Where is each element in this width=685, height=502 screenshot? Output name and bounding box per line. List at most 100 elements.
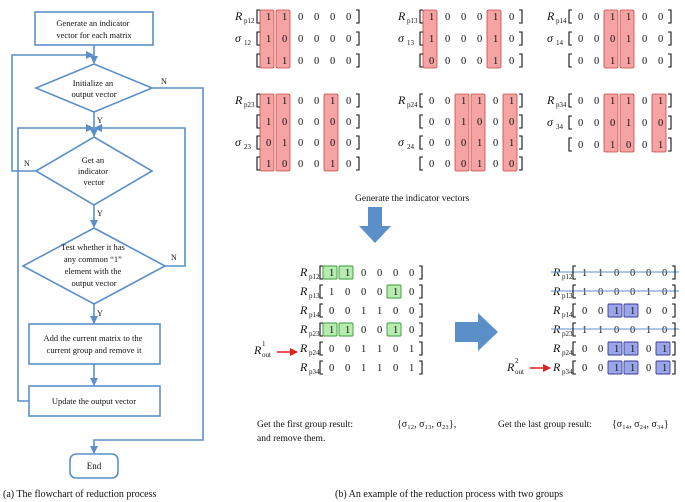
flowchart-text: Generate an indicator vector for each ma…: [3, 18, 177, 500]
generate-caption: Generate the indicator vectors: [355, 194, 470, 204]
top-block-0-row-1-bracket-left: [256, 31, 260, 46]
first-stage-row-0-sub: p12: [309, 273, 320, 281]
top-block-3-row-2-cell-5: 0: [346, 138, 351, 149]
last-stage-row-1-bracket-left: [572, 284, 576, 299]
top-block-4-row-3-cell-4: 0: [493, 159, 498, 170]
last-stage-row-3-sub: p23: [562, 330, 573, 338]
top-block-5-row-1-cell-2: 0: [610, 118, 615, 129]
first-stage-row-3-bracket-right: [419, 322, 423, 337]
top-block-3-row-0-sub: p23: [244, 101, 255, 109]
first-stage-row-0-bracket-right: [419, 265, 423, 280]
top-block-1-row-1-cell-5: 0: [509, 34, 514, 45]
top-block-4-row-2-cell-4: 0: [493, 138, 498, 149]
top-block-4-row-0-bracket-left: [419, 93, 423, 108]
first-stage-row-1-cell-0: 1: [329, 287, 334, 298]
top-block-1-highlight-col-4: [486, 9, 502, 69]
top-block-0-row-2-cell-4: 0: [330, 56, 335, 67]
down-arrow: [359, 207, 391, 243]
top-block-0-highlight-col-0: [259, 9, 275, 69]
top-block-2-row-2-cell-1: 0: [594, 56, 599, 67]
last-stage-row-4-highlight-2: [607, 341, 623, 356]
top-block-5-row-1-bracket-right: [668, 115, 672, 130]
first-stage-row-1-highlight-4: [386, 284, 402, 299]
top-block-1-row-2-cell-0: 0: [429, 56, 434, 67]
top-block-1-row-2-bracket-right: [519, 53, 523, 68]
add-line-1: Add the current matrix to the: [43, 333, 142, 343]
top-block-1-row-1-cell-3: 0: [477, 34, 482, 45]
first-stage-row-3-highlight-4: [386, 322, 402, 337]
generate-step-text: Generate an indicator vector for each ma…: [56, 18, 132, 40]
top-block-3-row-3-cell-4: 1: [330, 159, 335, 170]
first-stage-row-0-cell-4: 0: [393, 268, 398, 279]
caption-b: (b) An example of the reduction process …: [335, 489, 563, 500]
top-block-4-row-1-cell-2: 1: [461, 117, 466, 128]
top-block-1-row-1-label: σ: [398, 31, 405, 45]
first-stage-row-1-cell-1: 0: [345, 287, 350, 298]
top-block-5-row-0-cell-3: 1: [626, 96, 631, 107]
top-block-4-row-2-cell-3: 1: [477, 138, 482, 149]
out-sup-2: 2: [515, 357, 519, 365]
first-result-set: {σ₁₂, σ₁₃, σ₂₃},: [397, 419, 456, 430]
top-block-1-row-0-cell-5: 0: [509, 12, 514, 23]
first-stage-row-2-bracket-right: [419, 303, 423, 318]
last-stage-row-2-cell-0: 0: [582, 306, 587, 317]
end-step-text: End: [87, 461, 102, 471]
first-stage-row-3-bracket-left: [319, 322, 323, 337]
top-block-3-row-0-cell-5: 0: [346, 96, 351, 107]
first-stage-row-0-highlight-1: [338, 265, 354, 280]
last-stage-row-5-cell-4: 0: [646, 363, 651, 374]
top-block-0-row-2-cell-5: 0: [346, 56, 351, 67]
last-stage-row-4-cell-1: 0: [598, 344, 603, 355]
no-label-init: N: [161, 77, 167, 86]
first-stage-row-0-cell-0: 1: [329, 268, 334, 279]
last-stage-row-3-bracket-left: [572, 322, 576, 337]
top-block-4-row-2-bracket-left: [419, 135, 423, 150]
last-stage-row-5-cell-3: 1: [630, 363, 635, 374]
last-stage-row-5-cell-2: 1: [614, 363, 619, 374]
update-step-text: Update the output vector: [52, 396, 136, 406]
top-block-0-row-1-cell-2: 0: [298, 34, 303, 45]
top-block-5-row-1-label: σ: [547, 115, 554, 129]
top-block-2-row-2-cell-5: 0: [658, 56, 663, 67]
top-block-1-row-0-cell-0: 1: [429, 12, 434, 23]
top-block-3-row-0-bracket-right: [356, 93, 360, 108]
first-stage-row-1-sub: p13: [309, 292, 320, 300]
top-block-2-row-2-bracket-right: [668, 53, 672, 68]
top-block-5-row-1-cell-5: 0: [658, 118, 663, 129]
top-block-5-row-1-cell-4: 0: [642, 118, 647, 129]
last-stage-row-2-bracket-right: [672, 303, 676, 318]
last-stage-row-5-bracket-left: [572, 360, 576, 375]
first-stage-row-0-cell-5: 0: [409, 268, 414, 279]
last-stage-row-4-sub: p24: [562, 349, 573, 357]
last-stage-row-5-highlight-5: [655, 360, 671, 375]
last-stage-row-0-bracket-right: [672, 265, 676, 280]
first-stage-row-0-cell-3: 0: [377, 268, 382, 279]
top-block-1-row-1-cell-0: 1: [429, 34, 434, 45]
last-stage-row-0-cell-2: 0: [614, 268, 619, 279]
top-block-3-row-2-cell-1: 1: [282, 138, 287, 149]
example-static: Generate the indicator vectors R 1 out R…: [253, 194, 669, 500]
top-block-4-row-1-cell-1: 0: [445, 117, 450, 128]
top-block-3-row-2-cell-2: 0: [298, 138, 303, 149]
first-stage-row-2-cell-4: 0: [393, 306, 398, 317]
get-step-text: Get an indicator vector: [78, 155, 110, 187]
top-block-4-row-2-sub: 24: [407, 143, 415, 151]
top-block-5-row-2-cell-4: 0: [642, 140, 647, 151]
top-block-3-row-3-cell-1: 0: [282, 159, 287, 170]
first-stage-row-5-cell-3: 1: [377, 363, 382, 374]
add-step-text: Add the current matrix to the current gr…: [43, 333, 144, 355]
top-block-2-row-2-cell-3: 1: [626, 56, 631, 67]
top-block-0-row-0-cell-2: 0: [298, 12, 303, 23]
top-block-0-highlight-col-1: [275, 9, 291, 69]
test-line-4: output vector: [71, 278, 116, 288]
top-block-2-row-2-cell-4: 0: [642, 56, 647, 67]
last-stage-row-5-highlight-2: [607, 360, 623, 375]
top-block-1-row-2-bracket-left: [419, 53, 423, 68]
last-stage-row-1-cell-1: 0: [598, 287, 603, 298]
last-stage-row-2-label: R: [552, 303, 561, 317]
first-stage-row-1-bracket-left: [319, 284, 323, 299]
top-block-1-row-1-bracket-left: [419, 31, 423, 46]
yes-label-get: Y: [97, 209, 103, 218]
